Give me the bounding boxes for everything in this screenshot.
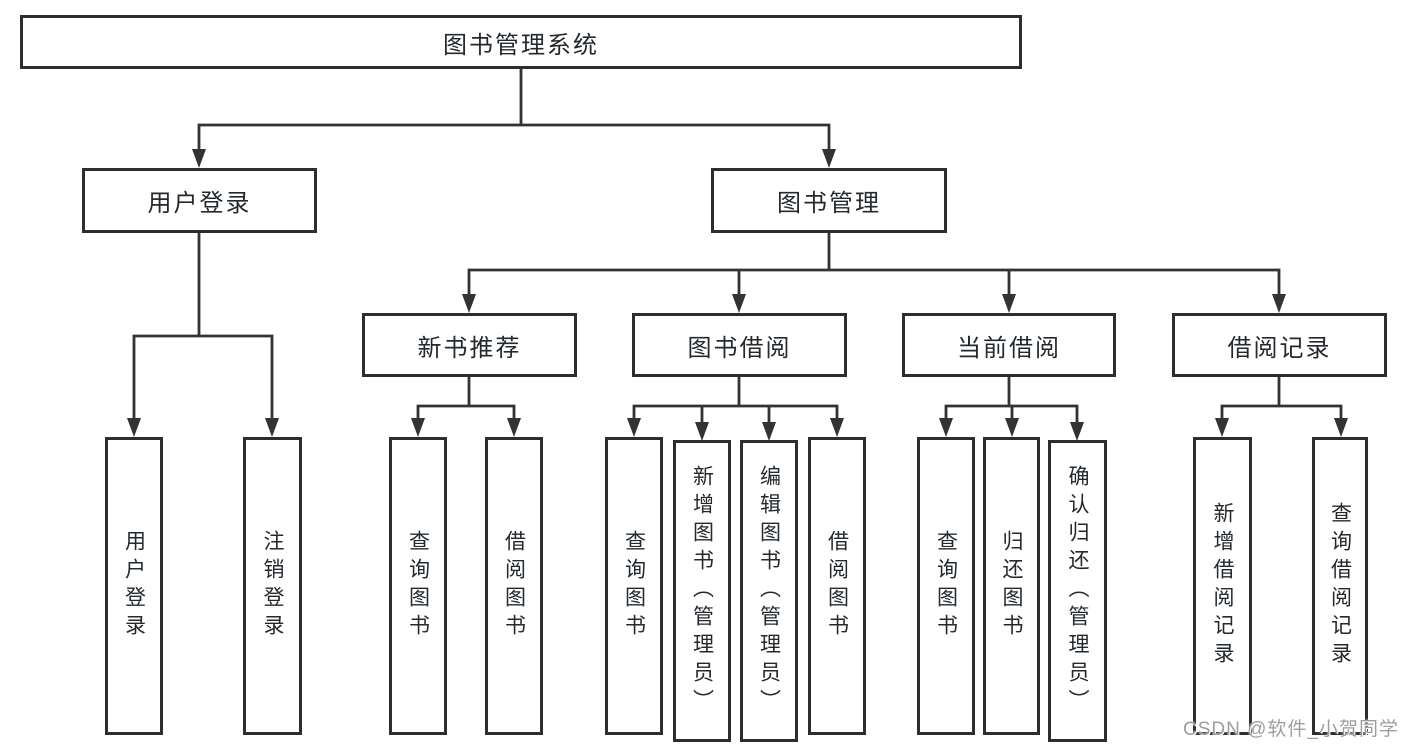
node-user-login-label: 用户登录 bbox=[147, 190, 252, 217]
node-leaf-nb-query-books-label: 查询图书 bbox=[406, 530, 430, 642]
node-book-management: 图书管理 bbox=[711, 168, 947, 233]
node-leaf-bb-add-books-admin: 新增图书（管理员） bbox=[673, 440, 731, 742]
node-leaf-br-add-record-label: 新增借阅记录 bbox=[1211, 502, 1234, 670]
node-current-borrowing: 当前借阅 bbox=[902, 313, 1116, 377]
node-leaf-br-add-record: 新增借阅记录 bbox=[1193, 437, 1252, 735]
node-leaf-cb-query-books-label: 查询图书 bbox=[934, 530, 958, 642]
node-user-login: 用户登录 bbox=[82, 168, 317, 233]
node-root-system-label: 图书管理系统 bbox=[443, 31, 599, 59]
node-leaf-bb-edit-books-admin-label: 编辑图书（管理员） bbox=[757, 465, 781, 717]
node-book-borrowing-label: 图书借阅 bbox=[687, 334, 792, 362]
node-leaf-bb-edit-books-admin: 编辑图书（管理员） bbox=[740, 440, 798, 742]
node-leaf-bb-add-books-admin-label: 新增图书（管理员） bbox=[690, 465, 714, 717]
node-leaf-cb-confirm-return-admin: 确认归还（管理员） bbox=[1048, 440, 1107, 742]
node-leaf-nb-query-books: 查询图书 bbox=[389, 437, 447, 735]
node-book-borrowing: 图书借阅 bbox=[632, 313, 847, 377]
node-leaf-logout: 注销登录 bbox=[243, 437, 302, 735]
node-leaf-nb-borrow-books: 借阅图书 bbox=[485, 437, 543, 735]
node-leaf-cb-confirm-return-admin-label: 确认归还（管理员） bbox=[1066, 465, 1089, 717]
node-leaf-cb-query-books: 查询图书 bbox=[917, 437, 975, 735]
node-leaf-bb-query-books-label: 查询图书 bbox=[622, 530, 646, 642]
node-new-book-recommend-label: 新书推荐 bbox=[417, 334, 522, 362]
node-leaf-br-query-record: 查询借阅记录 bbox=[1312, 437, 1368, 735]
node-leaf-cb-return-books: 归还图书 bbox=[983, 437, 1040, 735]
node-new-book-recommend: 新书推荐 bbox=[362, 313, 577, 377]
node-leaf-user-login-label: 用户登录 bbox=[122, 530, 146, 642]
node-current-borrowing-label: 当前借阅 bbox=[957, 334, 1061, 362]
csdn-watermark: CSDN @软件_小贺同学 bbox=[1183, 719, 1399, 740]
node-leaf-user-login: 用户登录 bbox=[105, 437, 163, 735]
node-borrow-records-label: 借阅记录 bbox=[1227, 334, 1332, 362]
node-leaf-cb-return-books-label: 归还图书 bbox=[1000, 530, 1023, 642]
node-leaf-nb-borrow-books-label: 借阅图书 bbox=[502, 530, 526, 642]
node-leaf-logout-label: 注销登录 bbox=[261, 530, 284, 642]
node-leaf-br-query-record-label: 查询借阅记录 bbox=[1328, 502, 1352, 670]
node-leaf-bb-borrow-books-label: 借阅图书 bbox=[825, 530, 849, 642]
node-root-system: 图书管理系统 bbox=[20, 15, 1022, 69]
node-book-management-label: 图书管理 bbox=[777, 190, 881, 217]
node-leaf-bb-query-books: 查询图书 bbox=[605, 437, 663, 735]
node-borrow-records: 借阅记录 bbox=[1172, 313, 1387, 377]
node-leaf-bb-borrow-books: 借阅图书 bbox=[808, 437, 866, 735]
